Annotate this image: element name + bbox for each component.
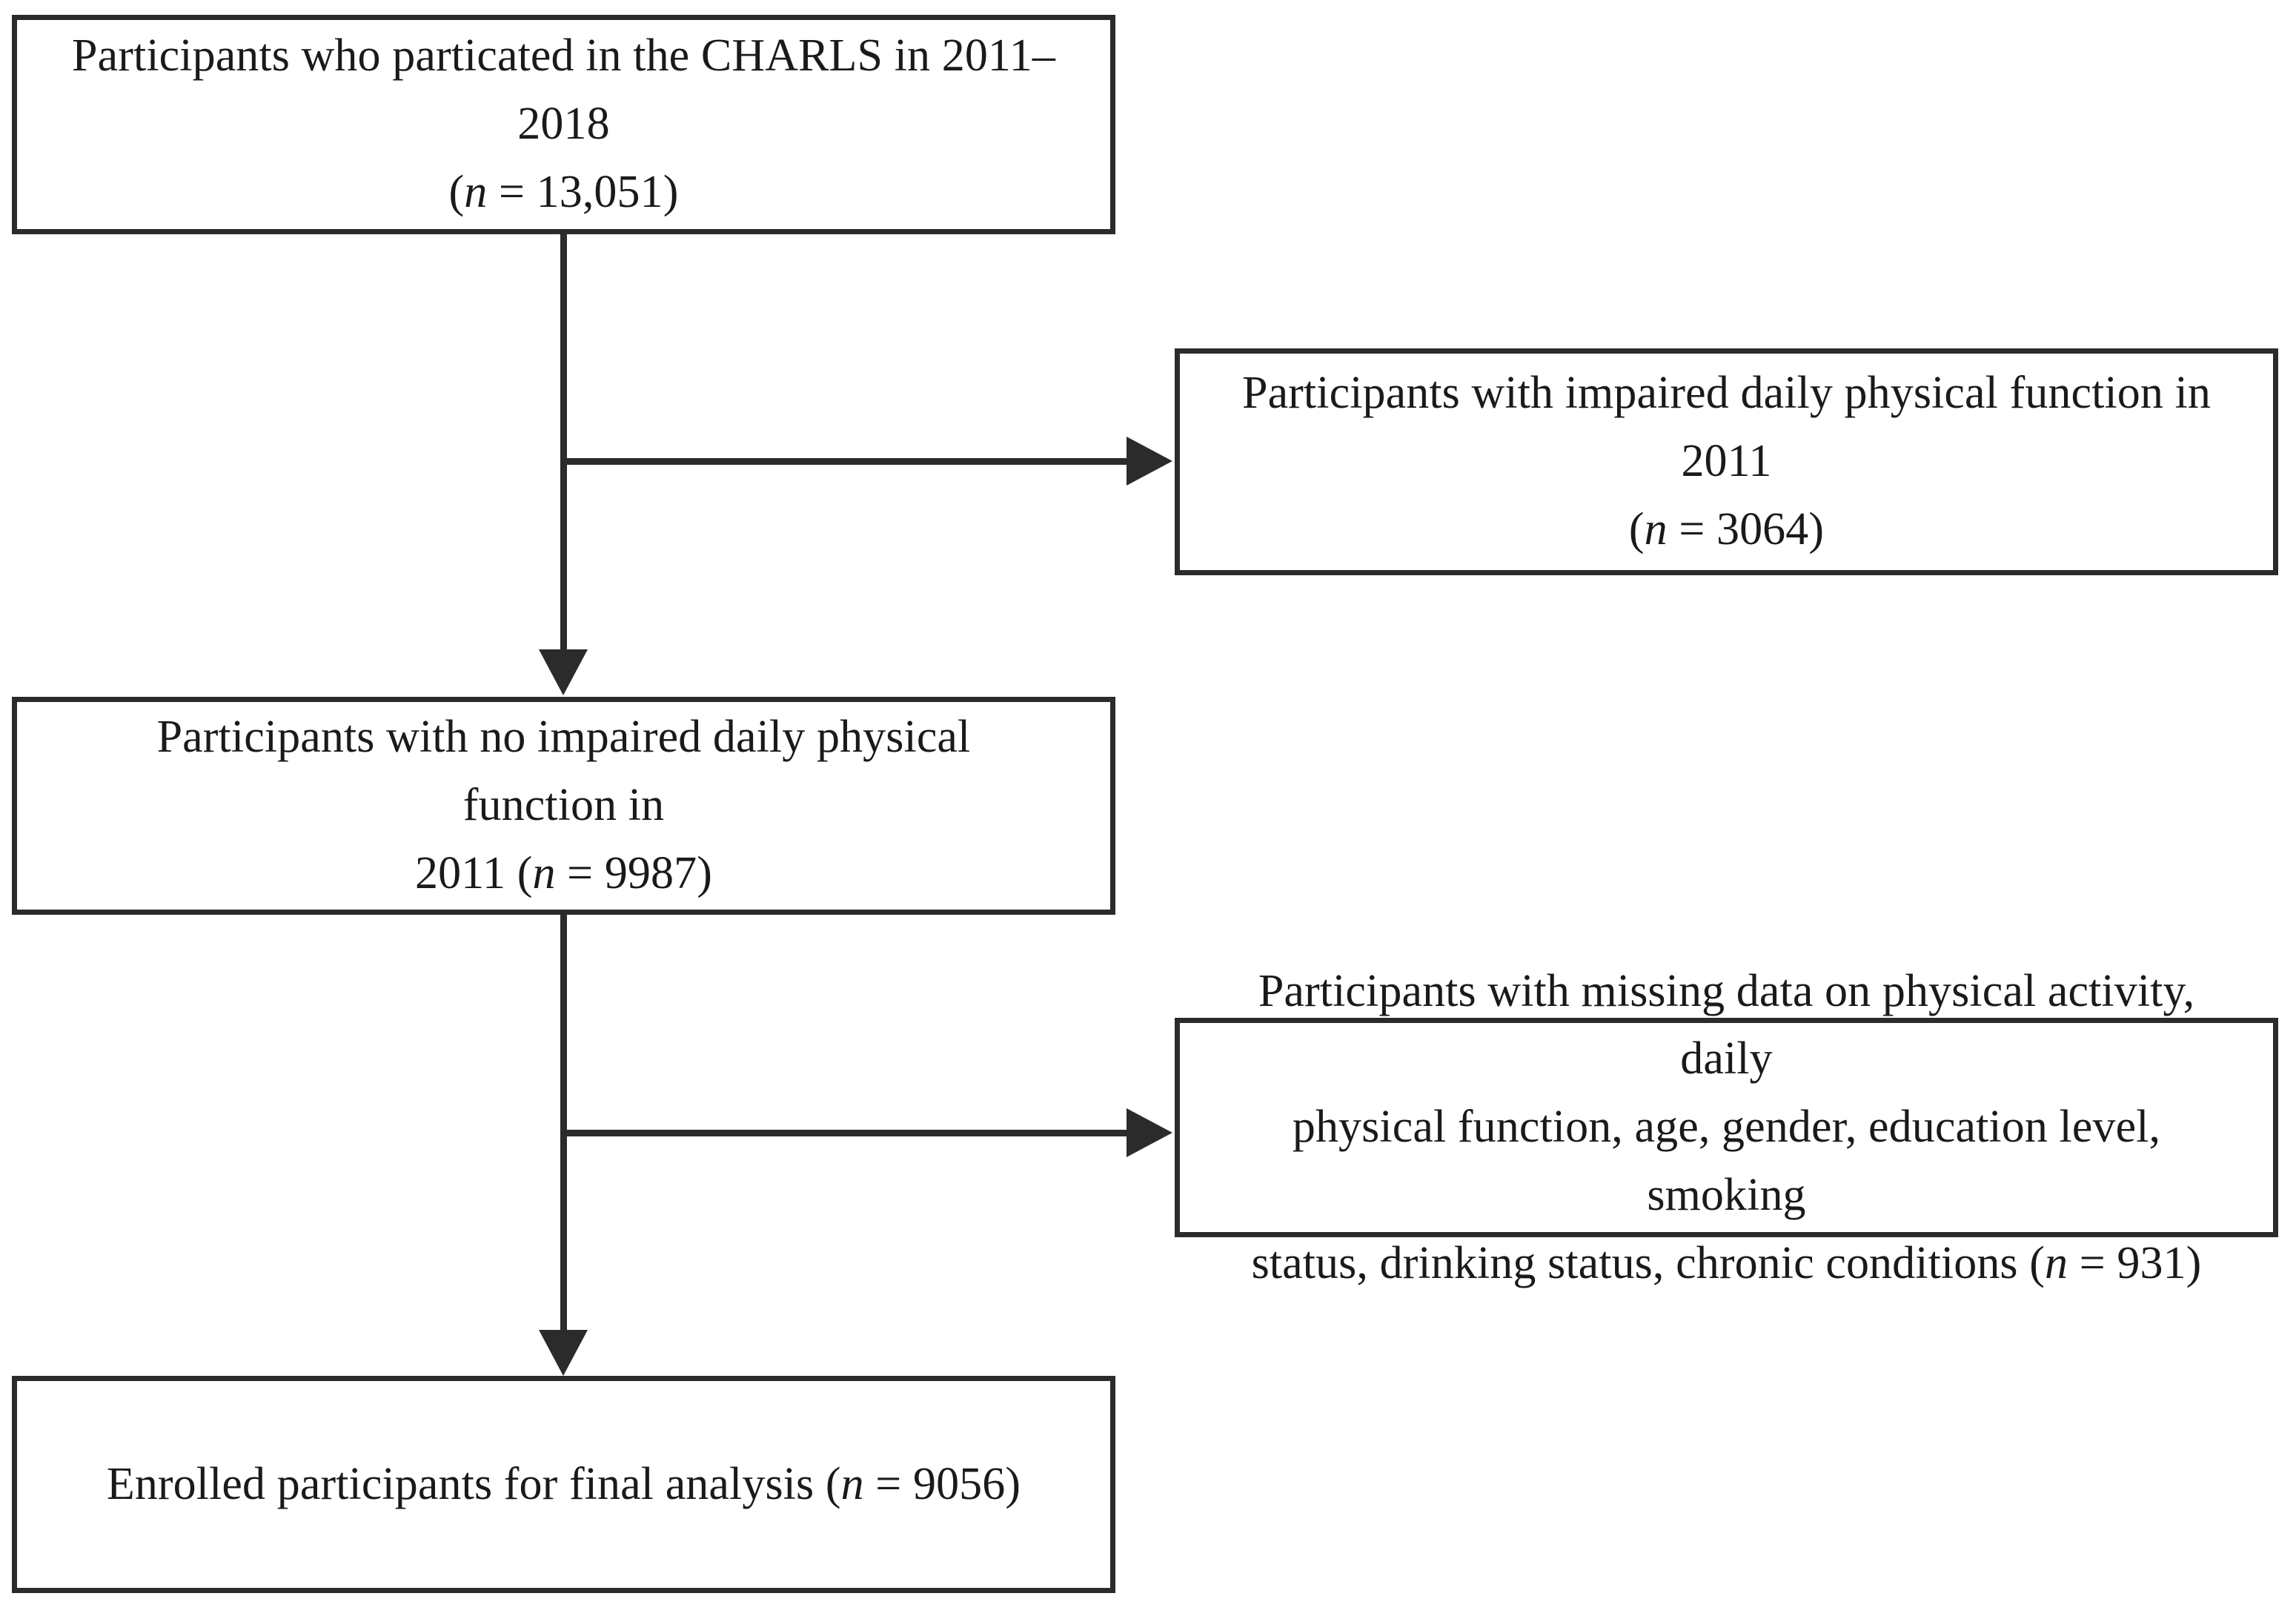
arrow-right-icon-to-impaired-exclusion: [1127, 437, 1172, 486]
flow-box-impaired-2011-text: Participants with impaired daily physica…: [1241, 368, 2212, 554]
connector-line-source-to-eligible: [560, 234, 567, 649]
flow-box-final-analysis-text: Enrolled participants for final analysis…: [106, 1458, 1021, 1509]
arrow-right-icon-to-missing-data-exclusion: [1127, 1108, 1172, 1157]
flow-box-enrolled-2011-2018: Participants who particated in the CHARL…: [12, 15, 1115, 234]
flow-box-enrolled-2011-2018-text: Participants who particated in the CHARL…: [72, 30, 1055, 217]
connector-line-to-missing-data-exclusion: [563, 1130, 1128, 1136]
connector-line-eligible-to-final: [560, 915, 567, 1330]
flow-box-missing-data-text: Participants with missing data on physic…: [1251, 965, 2202, 1288]
flow-box-missing-data: Participants with missing data on physic…: [1175, 966, 2278, 1288]
arrow-down-icon-to-eligible: [539, 649, 588, 695]
flow-box-final-analysis: Enrolled participants for final analysis…: [12, 1376, 1115, 1593]
arrow-down-icon-to-final: [539, 1330, 588, 1376]
connector-line-to-impaired-exclusion: [563, 458, 1128, 465]
flow-box-impaired-2011: Participants with impaired daily physica…: [1175, 348, 2278, 575]
flow-box-no-impaired-2011: Participants with no impaired daily phys…: [12, 697, 1115, 915]
flow-box-no-impaired-2011-text: Participants with no impaired daily phys…: [156, 712, 971, 898]
